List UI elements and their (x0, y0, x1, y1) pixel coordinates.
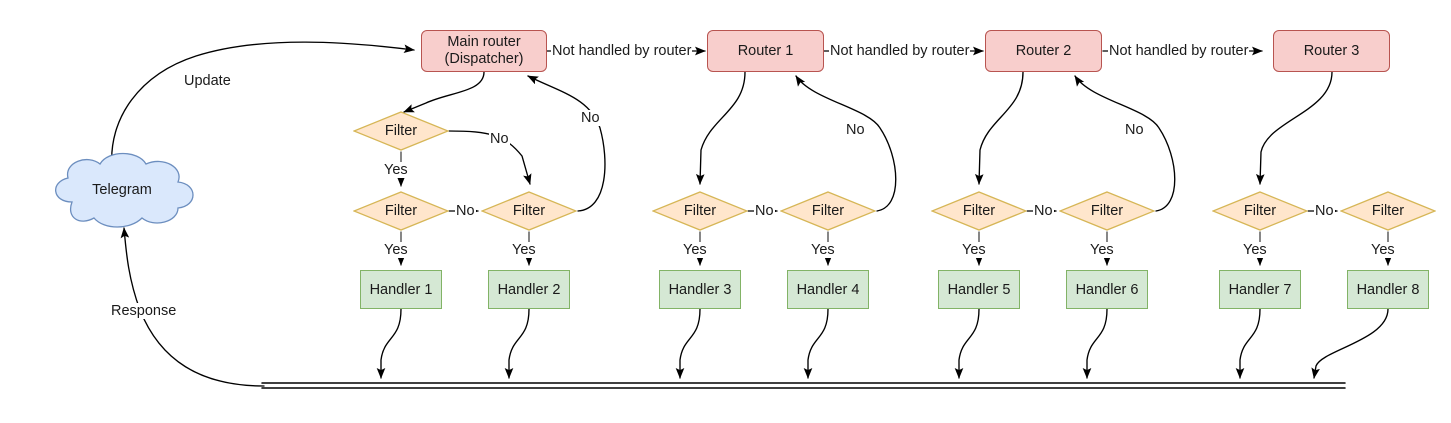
filter-7-label: Filter (1243, 203, 1277, 219)
edge-handler5-to-bus (954, 308, 980, 379)
edge-label-yes-5: Yes (961, 242, 987, 258)
edge-handler6-to-bus (1082, 308, 1108, 379)
edge-label-not-handled-3: Not handled by router (1108, 43, 1250, 59)
edge-label-yes-8: Yes (1370, 242, 1396, 258)
node-filter-5[interactable]: Filter (931, 191, 1027, 231)
node-handler-7[interactable]: Handler 7 (1219, 270, 1301, 309)
filter-0-label: Filter (384, 123, 418, 139)
node-main-router[interactable]: Main router (Dispatcher) (421, 30, 547, 72)
edge-label-yes-0: Yes (383, 162, 409, 178)
main-router-line1: Main router (447, 34, 521, 50)
edge-router2-to-filter5 (974, 71, 1024, 185)
edge-handler3-to-bus (675, 308, 701, 379)
edge-handler2-to-bus (504, 308, 530, 379)
filter-3-label: Filter (683, 203, 717, 219)
edge-label-no-return-r1: No (845, 122, 866, 138)
edge-label-no-5: No (1033, 203, 1054, 219)
edge-label-yes-1: Yes (383, 242, 409, 258)
node-filter-1[interactable]: Filter (353, 191, 449, 231)
node-handler-2[interactable]: Handler 2 (488, 270, 570, 309)
edge-handler7-to-bus (1235, 308, 1261, 379)
node-filter-2[interactable]: Filter (481, 191, 577, 231)
node-router-2[interactable]: Router 2 (985, 30, 1102, 72)
edge-label-no-return-main: No (580, 110, 601, 126)
edge-handler4-to-bus (803, 308, 829, 379)
edge-label-yes-2: Yes (511, 242, 537, 258)
edge-label-no-return-r2: No (1124, 122, 1145, 138)
edge-filter2-no-return (527, 75, 606, 212)
edge-filter4-no-return (795, 75, 897, 212)
node-handler-6[interactable]: Handler 6 (1066, 270, 1148, 309)
edge-label-response: Response (110, 303, 178, 319)
edge-label-yes-6: Yes (1089, 242, 1115, 258)
edge-label-no-7: No (1314, 203, 1335, 219)
node-filter-3[interactable]: Filter (652, 191, 748, 231)
edge-router3-to-filter7 (1255, 71, 1333, 185)
edge-label-no-1: No (455, 203, 476, 219)
edge-filter6-no-return (1074, 75, 1176, 212)
edge-handler8-to-bus (1311, 308, 1389, 379)
telegram-cloud: Telegram (42, 150, 202, 230)
edge-router1-to-filter3 (695, 71, 746, 185)
node-filter-7[interactable]: Filter (1212, 191, 1308, 231)
filter-1-label: Filter (384, 203, 418, 219)
edge-label-yes-7: Yes (1242, 242, 1268, 258)
edge-label-no-0: No (489, 131, 510, 147)
filter-8-label: Filter (1371, 203, 1405, 219)
edge-label-not-handled-2: Not handled by router (829, 43, 971, 59)
main-router-line2: (Dispatcher) (444, 51, 524, 67)
telegram-label: Telegram (92, 182, 152, 198)
edge-label-yes-3: Yes (682, 242, 708, 258)
edge-label-yes-4: Yes (810, 242, 836, 258)
node-handler-8[interactable]: Handler 8 (1347, 270, 1429, 309)
node-handler-3[interactable]: Handler 3 (659, 270, 741, 309)
edge-handler1-to-bus (376, 308, 402, 379)
filter-5-label: Filter (962, 203, 996, 219)
node-router-3[interactable]: Router 3 (1273, 30, 1390, 72)
node-handler-1[interactable]: Handler 1 (360, 270, 442, 309)
filter-2-label: Filter (512, 203, 546, 219)
edge-label-no-3: No (754, 203, 775, 219)
node-handler-4[interactable]: Handler 4 (787, 270, 869, 309)
node-filter-0[interactable]: Filter (353, 111, 449, 151)
node-filter-8[interactable]: Filter (1340, 191, 1436, 231)
edge-label-not-handled-1: Not handled by router (551, 43, 693, 59)
node-router-1[interactable]: Router 1 (707, 30, 824, 72)
edge-update (111, 41, 415, 169)
filter-4-label: Filter (811, 203, 845, 219)
edge-label-update: Update (183, 73, 232, 89)
node-filter-6[interactable]: Filter (1059, 191, 1155, 231)
node-filter-4[interactable]: Filter (780, 191, 876, 231)
filter-6-label: Filter (1090, 203, 1124, 219)
node-handler-5[interactable]: Handler 5 (938, 270, 1020, 309)
edge-mainrouter-to-filter0 (403, 71, 485, 113)
